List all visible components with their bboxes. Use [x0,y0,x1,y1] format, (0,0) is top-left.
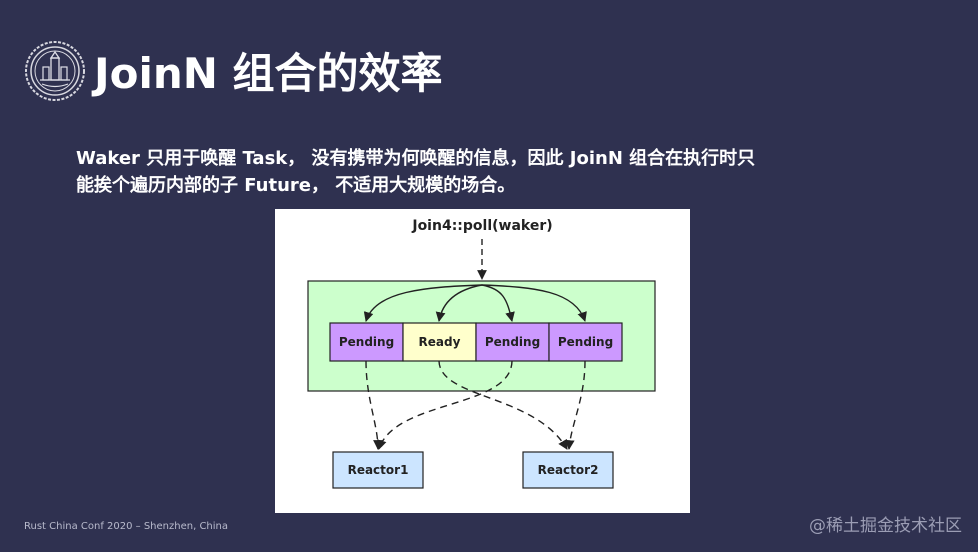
future-box-4 [548,322,623,362]
wake-arrow-1 [365,360,383,450]
future-label-1: Pending [338,335,395,349]
description-line-2: 能挨个遍历内部的子 Future， 不适用大规模的场合。 [76,175,516,196]
wake-arrow-4 [564,360,586,450]
reactor-label-2: Reactor2 [537,463,599,477]
reactor-box-1 [332,451,424,489]
poll-arrow-2 [435,284,483,322]
joinn-diagram: Join4::poll(waker) Pending Ready Pending… [275,209,690,513]
page-title: JoinN 组合的效率 [94,49,443,98]
future-box-2 [402,322,477,362]
future-box-3 [475,322,550,362]
watermark: @稀土掘金技术社区 [809,516,962,536]
description-line-1: Waker 只用于唤醒 Task， 没有携带为何唤醒的信息，因此 JoinN 组… [76,148,756,169]
future-box-1 [329,322,404,362]
wake-arrow-3 [377,360,513,450]
reactor-box-2 [522,451,614,489]
wake-arrow-2 [438,360,568,450]
conference-footer: Rust China Conf 2020 – Shenzhen, China [24,521,229,532]
university-seal-icon [25,41,85,101]
description-text: Waker 只用于唤醒 Task， 没有携带为何唤醒的信息，因此 JoinN 组… [76,145,856,199]
diagram-canvas [307,239,656,489]
poll-arrow-3 [481,284,515,322]
future-label-3: Pending [484,335,541,349]
poll-arrow-4 [481,284,587,322]
reactor-label-1: Reactor1 [347,463,409,477]
future-label-4: Pending [557,335,614,349]
future-label-2: Ready [418,335,461,349]
poll-label: Join4::poll(waker) [412,218,553,234]
poll-arrow-1 [363,284,483,322]
